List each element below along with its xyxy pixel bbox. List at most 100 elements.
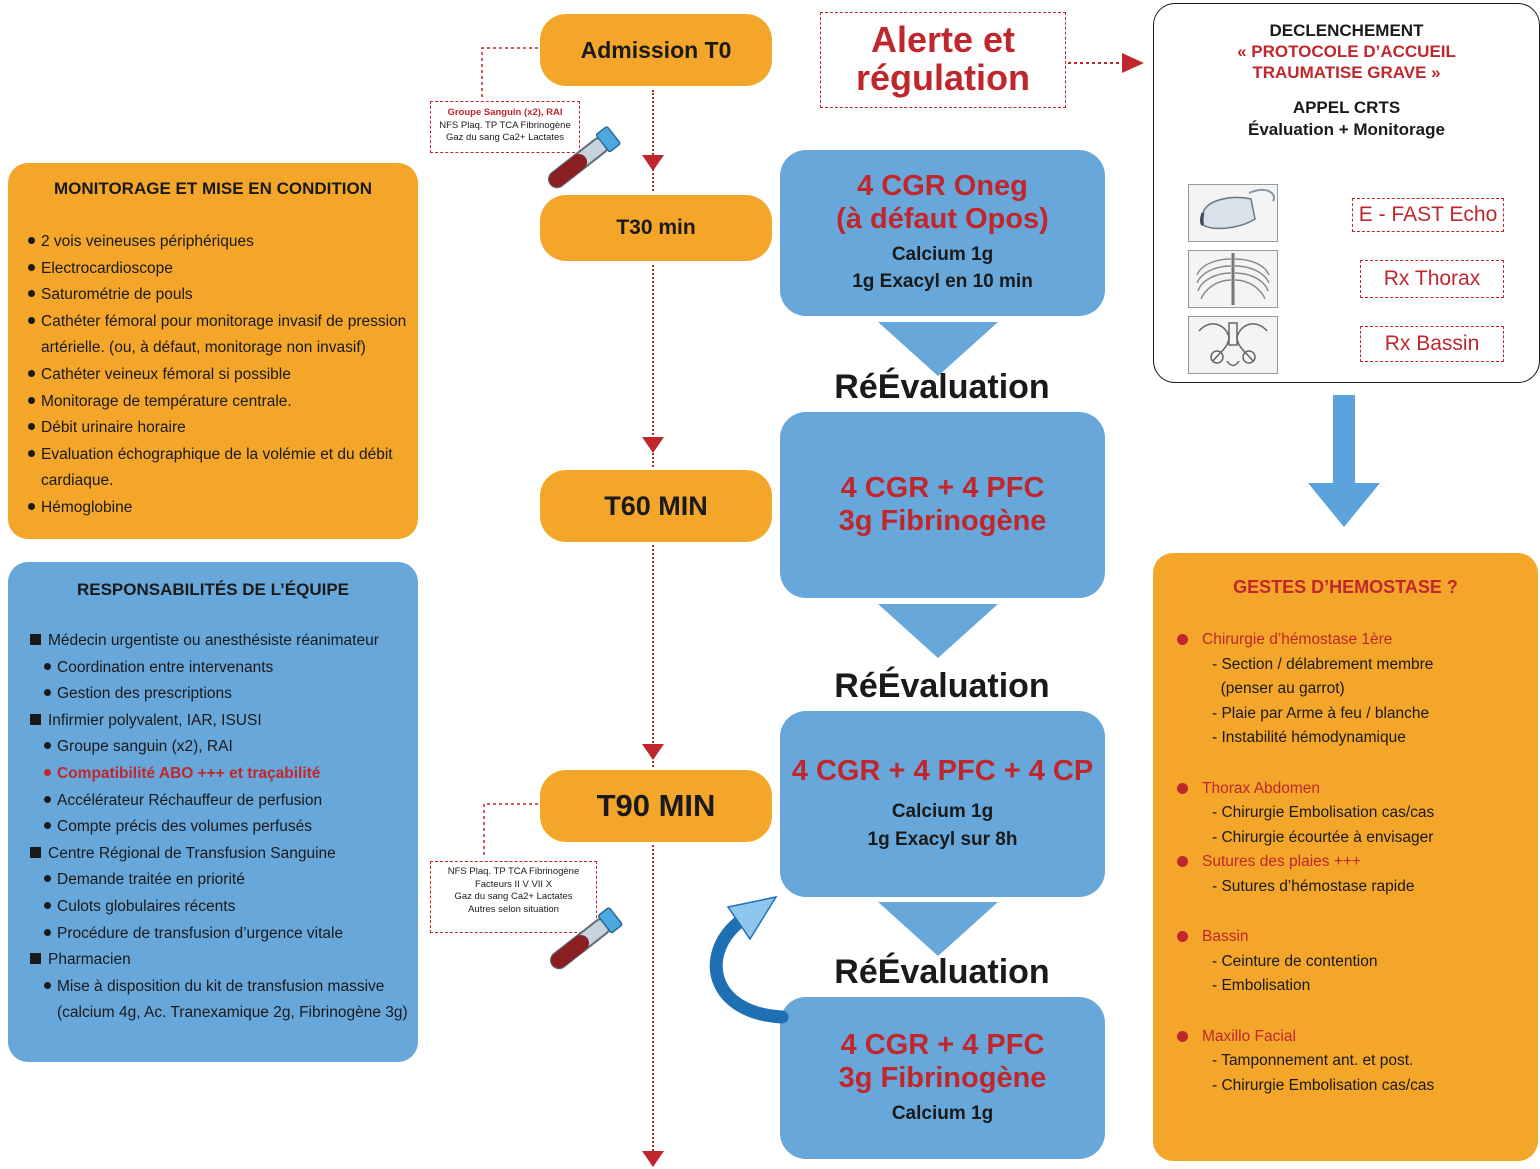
down-triangle-arrow xyxy=(878,604,998,658)
hemostasis-category: Chirurgie d’hémostase 1ère xyxy=(1177,628,1538,653)
list-item: - Plaie par Arme à feu / blanche xyxy=(1212,704,1430,722)
step-box-4: 4 CGR + 4 PFC 3g Fibrinogène Calcium 1g xyxy=(780,997,1105,1159)
list-item: - Embolisation xyxy=(1212,977,1311,994)
step-box-2: 4 CGR + 4 PFC 3g Fibrinogène xyxy=(780,412,1105,598)
lab-note-connector-2 xyxy=(483,803,538,856)
step-4-sub1: Calcium 1g xyxy=(891,1102,994,1124)
reevaluation-label-2: RéÉvaluation xyxy=(834,667,1050,705)
list-item: - Ceinture de contention xyxy=(1212,952,1378,970)
test-tube-icon xyxy=(549,907,623,970)
lab-note-followup-line1: NFS Plaq. TP TCA Fibrinogène xyxy=(447,866,580,877)
step-1-head2: (à défaut Opos) xyxy=(836,203,1049,236)
lab-note-followup: NFS Plaq. TP TCA Fibrinogène Facteurs II… xyxy=(430,861,597,933)
protocol-title-line2: TRAUMATISE GRAVE » xyxy=(1252,63,1441,82)
list-item: - Instabilité hémodynamique xyxy=(1212,729,1406,746)
lab-note-followup-line2: Facteurs II V VII X xyxy=(474,878,553,890)
team-role: Médecin urgentiste ou anesthésiste réani… xyxy=(30,628,418,655)
list-item: Groupe sanguin (x2), RAI xyxy=(30,734,418,761)
step-3-head1: 4 CGR + 4 PFC + 4 CP xyxy=(791,754,1094,787)
timeline-t60: T60 MIN xyxy=(540,470,772,542)
team-role: Pharmacien xyxy=(30,947,418,974)
list-item: 2 vois veineuses périphériques xyxy=(28,229,418,256)
list-item: Accélérateur Réchauffeur de perfusion xyxy=(30,788,418,815)
step-1-sub1: Calcium 1g xyxy=(891,243,994,265)
list-item: artérielle. (ou, à défaut, monitorage no… xyxy=(41,339,366,357)
timeline-t30: T30 min xyxy=(540,195,772,261)
ultrasound-probe-icon xyxy=(1188,184,1278,242)
protocol-title-line1: « PROTOCOLE D’ACCUEIL xyxy=(1237,42,1456,61)
list-item: Electrocardioscope xyxy=(28,256,418,283)
step-4-head1: 4 CGR + 4 PFC xyxy=(840,1028,1045,1061)
list-item: (penser au garrot) xyxy=(1212,680,1345,697)
exam-rx-thorax: Rx Thorax xyxy=(1360,260,1504,298)
list-item: - Section / délabrement membre xyxy=(1212,655,1434,673)
exam-fast-echo: E - FAST Echo xyxy=(1352,198,1504,232)
hemostasis-category: Bassin xyxy=(1177,925,1538,950)
list-item: Procédure de transfusion d’urgence vital… xyxy=(30,921,418,948)
timeline-arrowheads xyxy=(642,155,664,1167)
list-item: Débit urinaire horaire xyxy=(28,415,418,442)
timeline-t0: Admission T0 xyxy=(540,14,772,86)
reevaluation-label-1: RéÉvaluation xyxy=(834,368,1050,406)
list-item: Compte précis des volumes perfusés xyxy=(30,814,418,841)
hemostasis-category: Thorax Abdomen xyxy=(1177,777,1538,802)
step-box-3: 4 CGR + 4 PFC + 4 CP Calcium 1g 1g Exacy… xyxy=(780,711,1105,897)
list-item: cardiaque. xyxy=(41,472,114,490)
lab-note-connector-1 xyxy=(481,47,538,98)
list-item: Gestion des prescriptions xyxy=(30,681,418,708)
team-role: Centre Régional de Transfusion Sanguine xyxy=(30,841,418,868)
list-item: - Chirurgie Embolisation cas/cas xyxy=(1212,804,1435,821)
hemostasis-title: GESTES D’HEMOSTASE ? xyxy=(1233,577,1458,597)
timeline-t90: T90 MIN xyxy=(540,770,772,842)
list-item: Monitorage de température centrale. xyxy=(28,389,418,416)
protocol-box: DECLENCHEMENT « PROTOCOLE D’ACCUEIL TRAU… xyxy=(1153,3,1540,383)
list-item: - Chirurgie Embolisation cas/cas xyxy=(1212,1076,1435,1094)
list-item: Cathéter veineux fémoral si possible xyxy=(28,362,418,389)
down-triangle-arrow xyxy=(878,322,998,376)
list-item: Coordination entre intervenants xyxy=(30,655,418,682)
list-item: Saturométrie de pouls xyxy=(28,282,418,309)
step-3-sub2: 1g Exacyl sur 8h xyxy=(867,828,1018,850)
team-role: Infirmier polyvalent, IAR, ISUSI xyxy=(30,708,418,735)
loop-back-arrow xyxy=(709,895,789,1024)
protocol-evaluation: Évaluation + Monitorage xyxy=(1248,120,1445,139)
list-item: Evaluation échographique de la volémie e… xyxy=(28,442,418,469)
alert-box: Alerte et régulation xyxy=(820,12,1066,108)
lab-note-followup-line4: Autres selon situation xyxy=(468,903,559,915)
pelvis-xray-icon xyxy=(1188,316,1278,374)
list-item: Culots globulaires récents xyxy=(30,894,418,921)
step-box-1: 4 CGR Oneg (à défaut Opos) Calcium 1g 1g… xyxy=(780,150,1105,316)
team-title: RESPONSABILITÉS DE L’ÉQUIPE xyxy=(76,580,350,599)
step-3-sub1: Calcium 1g xyxy=(891,801,994,823)
protocol-crts-call: APPEL CRTS xyxy=(1292,98,1401,117)
down-triangle-arrow xyxy=(878,902,998,956)
chest-xray-icon xyxy=(1188,250,1278,308)
alert-line1: Alerte et xyxy=(870,19,1016,60)
down-arrow-icon xyxy=(1308,395,1380,527)
lab-note-initial-line3: Gaz du sang Ca2+ Lactates xyxy=(445,132,565,143)
reevaluation-label-3: RéÉvaluation xyxy=(834,953,1050,991)
step-4-head2: 3g Fibrinogène xyxy=(838,1062,1047,1095)
hemostasis-panel: GESTES D’HEMOSTASE ? Chirurgie d’hémosta… xyxy=(1153,553,1538,1161)
step-1-sub2: 1g Exacyl en 10 min xyxy=(852,271,1033,293)
test-tube-icon xyxy=(547,126,621,189)
list-item: Cathéter fémoral pour monitorage invasif… xyxy=(28,309,418,336)
step-1-head1: 4 CGR Oneg xyxy=(857,170,1028,203)
list-item: (calcium 4g, Ac. Tranexamique 2g, Fibrin… xyxy=(57,1004,408,1022)
list-item: - Sutures d’hémostase rapide xyxy=(1212,877,1415,895)
hemostasis-category: Sutures des plaies +++ xyxy=(1177,850,1538,875)
alert-to-protocol-arrow xyxy=(1068,53,1144,73)
lab-note-initial-line1: Groupe Sanguin (x2), RAI xyxy=(447,107,563,118)
list-item: Demande traitée en priorité xyxy=(30,867,418,894)
hemostasis-category: Maxillo Facial xyxy=(1177,1025,1538,1050)
monitoring-title: MONITORAGE ET MISE EN CONDITION xyxy=(54,179,372,198)
list-item: Hémoglobine xyxy=(28,495,418,522)
step-2-head1: 4 CGR + 4 PFC xyxy=(840,471,1045,504)
team-panel: RESPONSABILITÉS DE L’ÉQUIPE Médecin urge… xyxy=(8,562,418,1062)
list-item: Mise à disposition du kit de transfusion… xyxy=(30,974,418,1001)
monitoring-panel: MONITORAGE ET MISE EN CONDITION 2 vois v… xyxy=(8,163,418,539)
timeline-connector xyxy=(652,90,654,1155)
list-item: - Tamponnement ant. et post. xyxy=(1212,1052,1414,1069)
lab-note-initial-line2: NFS Plaq. TP TCA Fibrinogène xyxy=(439,119,571,131)
list-item-highlight: Compatibilité ABO +++ et traçabilité xyxy=(30,761,418,788)
